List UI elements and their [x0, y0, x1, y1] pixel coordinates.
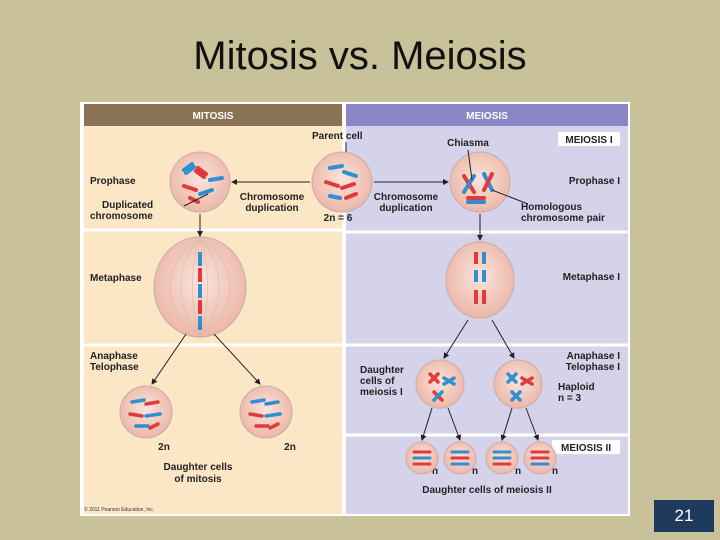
meiosis-ii-daughter-cell-2	[443, 441, 477, 475]
duplicated-label-1: Duplicated	[102, 200, 153, 211]
meiosis-i-label: MEIOSIS I	[565, 135, 612, 146]
meiosis-prophase-i-cell	[449, 151, 511, 213]
meiosis-header-bar	[346, 104, 628, 126]
daughter-cells-mitosis-2: of mitosis	[174, 474, 222, 485]
prophase-i-label: Prophase I	[569, 176, 620, 187]
metaphase-label: Metaphase	[90, 273, 142, 284]
chromosome-duplication-meiosis-2: duplication	[379, 203, 432, 214]
copyright-notice: © 2011 Pearson Education, Inc.	[84, 506, 154, 513]
prophase-label: Prophase	[90, 176, 136, 187]
flow-arrows	[151, 142, 540, 441]
daughter-cells-mitosis-1: Daughter cells	[164, 462, 233, 473]
meiosis-parent-cell	[311, 151, 373, 213]
chromosome-duplication-mitosis-1: Chromosome	[240, 192, 305, 203]
meiosis-ii-daughter-cell-1	[405, 441, 439, 475]
anaphase-i-label: Anaphase I	[567, 351, 621, 362]
daughter-meiosis-i-3: meiosis I	[360, 387, 403, 398]
meiosis-ii-ploidy-3: n	[515, 466, 521, 477]
haploid-label: Haploid	[558, 382, 595, 393]
telophase-label: Telophase	[90, 362, 139, 373]
meiosis-ii-ploidy-2: n	[472, 466, 478, 477]
parent-ploidy-label: 2n = 6	[324, 213, 353, 224]
meiosis-header: MEIOSIS	[466, 111, 508, 122]
daughter-meiosis-i-1: Daughter	[360, 365, 404, 376]
slide-title: Mitosis vs. Meiosis	[193, 34, 527, 78]
chromosome-duplication-meiosis-1: Chromosome	[374, 192, 439, 203]
telophase-i-label: Telophase I	[566, 362, 620, 373]
daughter-meiosis-i-2: cells of	[360, 376, 395, 387]
mitosis-ploidy-right: 2n	[284, 442, 296, 453]
mitosis-daughter-cell-right	[239, 385, 293, 439]
mitosis-ploidy-left: 2n	[158, 442, 170, 453]
meiosis-ii-daughter-cell-4	[523, 441, 557, 475]
page-number: 21	[674, 506, 694, 525]
chromosome-duplication-mitosis-2: duplication	[245, 203, 298, 214]
metaphase-i-label: Metaphase I	[563, 272, 620, 283]
meiosis-i-daughter-cell-right	[493, 359, 543, 409]
mitosis-daughter-cell-left	[119, 385, 173, 439]
parent-cell-label: Parent cell	[312, 131, 363, 142]
mitosis-prophase-cell	[169, 151, 231, 213]
page-number-box: 21	[654, 500, 714, 532]
meiosis-ii-ploidy-4: n	[552, 466, 558, 477]
meiosis-metaphase-i-cell	[445, 241, 515, 319]
daughter-cells-meiosis-ii: Daughter cells of meiosis II	[422, 485, 552, 496]
meiosis-ii-ploidy-1: n	[432, 466, 438, 477]
meiosis-ii-label: MEIOSIS II	[561, 443, 611, 454]
mitosis-header: MITOSIS	[193, 111, 234, 122]
duplicated-label-2: chromosome	[90, 211, 153, 222]
meiosis-i-daughter-cell-left	[415, 359, 465, 409]
chiasma-label: Chiasma	[447, 138, 489, 149]
mitosis-header-bar	[84, 104, 342, 126]
mitosis-meiosis-figure: MITOSIS MEIOSIS MEIOSIS I MEIOSIS II Par…	[80, 102, 630, 516]
anaphase-label: Anaphase	[90, 351, 138, 362]
meiosis-ii-daughter-cell-3	[485, 441, 519, 475]
mitosis-metaphase-cell	[153, 236, 247, 338]
haploid-n-label: n = 3	[558, 393, 582, 404]
homologous-label-1: Homologous	[521, 202, 583, 213]
homologous-label-2: chromosome pair	[521, 213, 605, 224]
